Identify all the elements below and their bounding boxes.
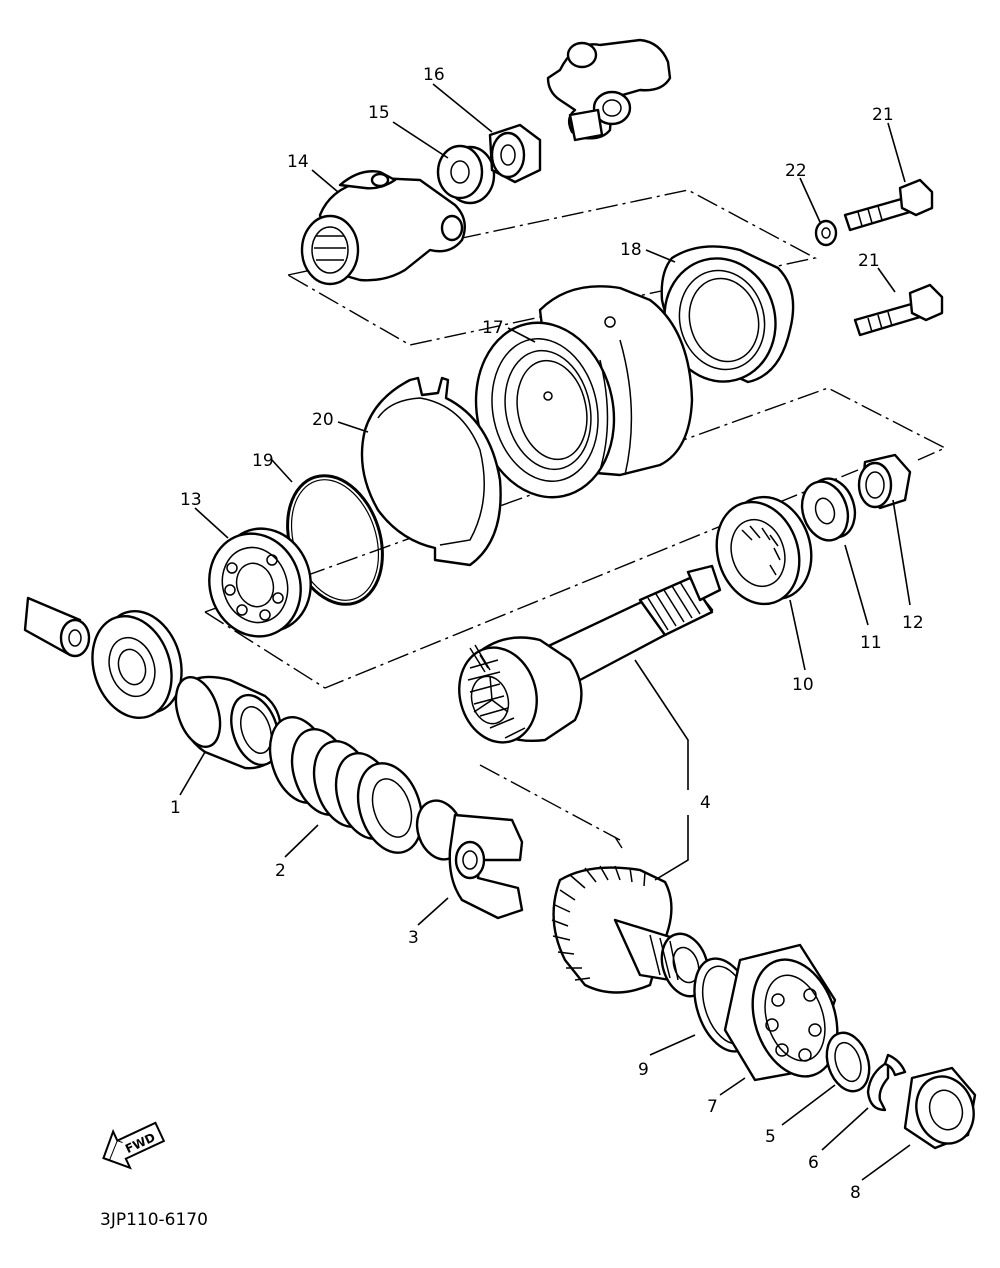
callout-10: 10 (792, 675, 814, 695)
part-21-bolt-lower (853, 283, 944, 337)
callout-labels: 1 2 3 4 5 6 7 8 9 10 11 12 13 14 15 16 1… (170, 65, 924, 1203)
callout-2: 2 (275, 861, 286, 881)
part-21-bolt-upper (843, 178, 934, 232)
callout-4: 4 (700, 793, 711, 813)
callout-7: 7 (707, 1097, 718, 1117)
part-4-pinion-shaft (458, 564, 722, 744)
callout-11: 11 (860, 633, 882, 653)
callout-12: 12 (902, 613, 924, 633)
callout-15: 15 (368, 103, 390, 123)
part-12-nut (857, 453, 912, 510)
part-8-nut (903, 1066, 977, 1150)
assembly-outline-upper (286, 189, 818, 346)
part-11-spacer (800, 477, 857, 542)
ring-gear (551, 865, 710, 998)
part-18-bearing-housing (660, 245, 795, 384)
leader-lines (179, 83, 911, 1181)
part-2-spring (268, 716, 424, 854)
callout-14: 14 (287, 152, 309, 172)
document-code: 3JP110-6170 (100, 1210, 208, 1230)
part-14-yoke (300, 170, 466, 286)
part-5-washer (825, 1031, 871, 1093)
part-6-lock-washer (866, 1053, 907, 1112)
part-7-bearing (723, 943, 839, 1082)
part-16-nut (488, 123, 542, 184)
drive-shaft-stub (23, 596, 91, 658)
part-20-shim-plate (360, 376, 502, 567)
part-15-washer (436, 144, 496, 205)
universal-joint-cross (546, 38, 672, 142)
callout-22: 22 (785, 161, 807, 181)
fwd-arrow-icon: FWD (102, 1121, 166, 1170)
callout-17: 17 (482, 318, 504, 338)
part-17-gear-case (474, 285, 694, 499)
callout-6: 6 (808, 1153, 819, 1173)
part-10-bearing (715, 495, 813, 606)
callout-3: 3 (408, 928, 419, 948)
assembly-outline-middle (204, 387, 947, 689)
callout-21-upper: 21 (872, 105, 894, 125)
axis-line-lower (479, 764, 623, 849)
callout-20: 20 (312, 410, 334, 430)
part-22-washer (814, 219, 838, 247)
callout-18: 18 (620, 240, 642, 260)
callout-13: 13 (180, 490, 202, 510)
callout-19: 19 (252, 451, 274, 471)
callout-21-lower: 21 (858, 251, 880, 271)
oil-seal (91, 609, 183, 720)
part-3-coupling-yoke (415, 799, 524, 920)
callout-8: 8 (850, 1183, 861, 1203)
part-13-bearing (208, 527, 312, 638)
callout-1: 1 (170, 798, 181, 818)
callout-16: 16 (423, 65, 445, 85)
callout-5: 5 (765, 1127, 776, 1147)
part-1-collar (174, 675, 283, 770)
callout-9: 9 (638, 1060, 649, 1080)
